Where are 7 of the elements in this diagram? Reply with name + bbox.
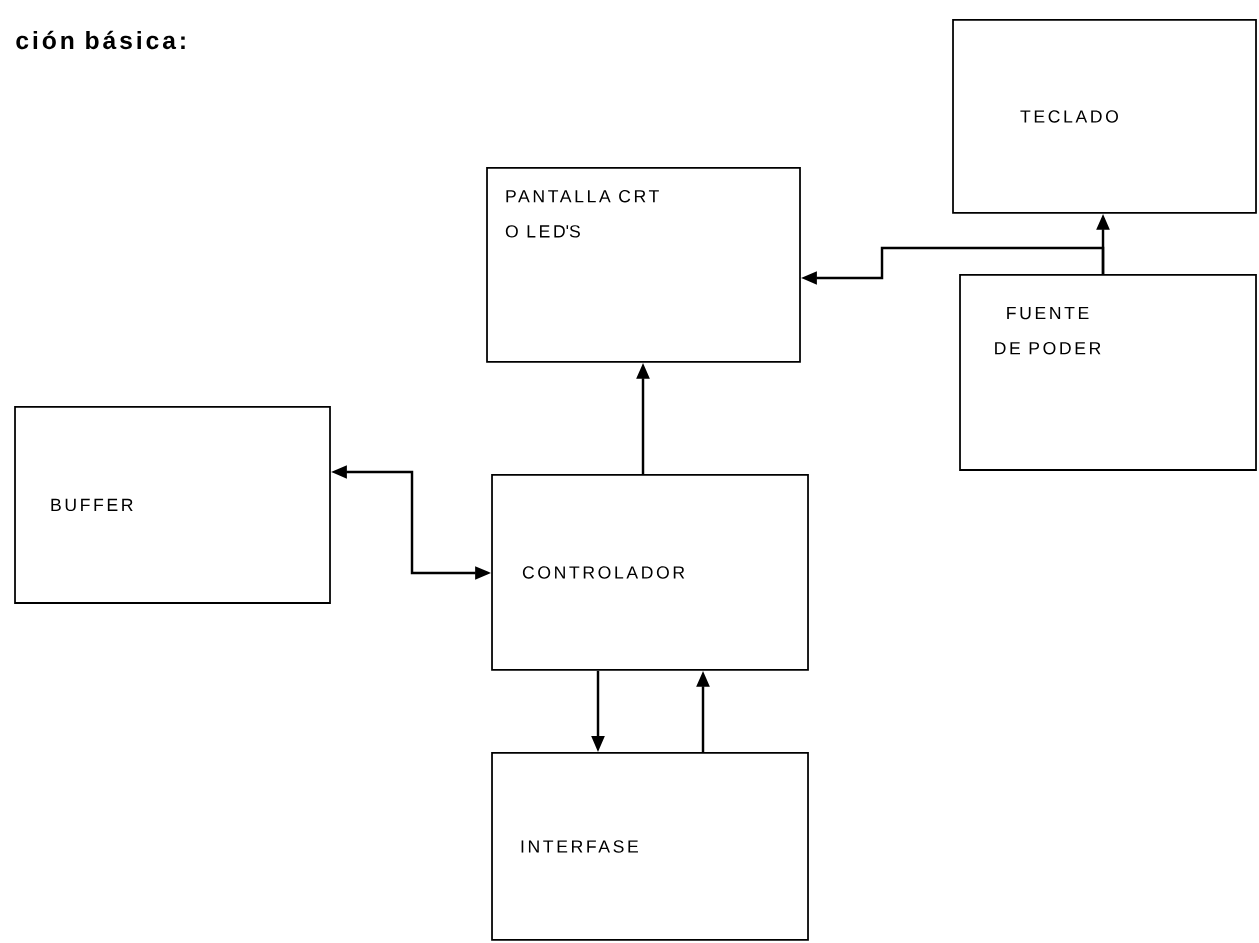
heading: ción básica: (16, 30, 185, 50)
block-box: TECLADO (952, 19, 1257, 214)
block-box: INTERFASE (491, 752, 809, 941)
block-box: PANTALLA CRT O LED'S (486, 167, 801, 363)
block-box: BUFFER (14, 406, 331, 604)
block-box: FUENTE DE PODER (959, 274, 1257, 471)
block-box: CONTROLADOR (491, 474, 809, 671)
